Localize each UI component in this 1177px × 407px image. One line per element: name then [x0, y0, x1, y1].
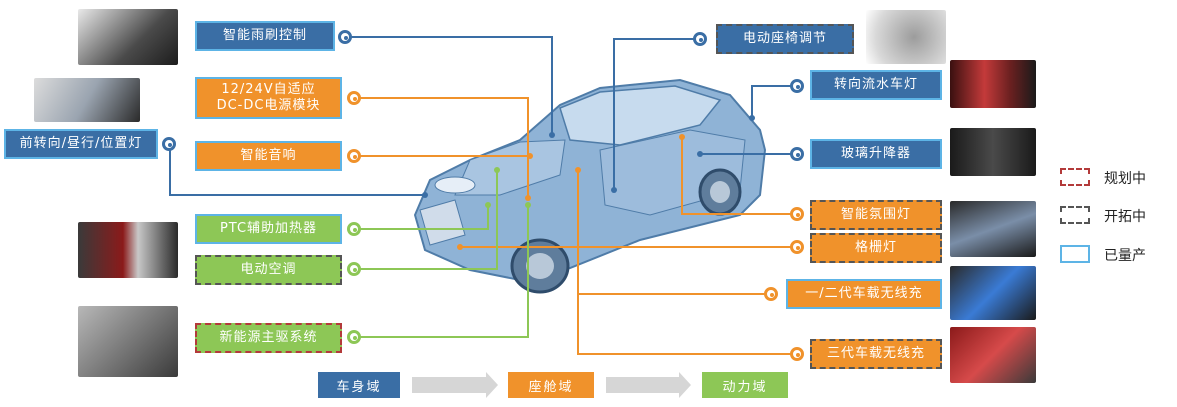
- wireless-charger-3-photo: [950, 327, 1036, 383]
- label-headlamp: 前转向/昼行/位置灯: [4, 129, 158, 159]
- label-wiper-control: 智能雨刷控制: [195, 21, 335, 51]
- connector-dot-ptc: [347, 222, 361, 236]
- connector-dot-turn-lamp: [790, 79, 804, 93]
- car-illustration: [413, 78, 767, 294]
- connector-dot-headlamp: [162, 137, 176, 151]
- wiper-photo: [78, 9, 178, 65]
- legend-mass-production-text: 已量产: [1104, 248, 1146, 264]
- connector-dot-seat: [693, 32, 707, 46]
- turn-lamp-photo: [950, 60, 1036, 108]
- ambient-photo: [950, 201, 1036, 257]
- seat-photo: [866, 10, 946, 64]
- label-grille-lamp: 格栅灯: [810, 233, 942, 263]
- line-wc3: [577, 294, 797, 355]
- line-dcdc: [357, 97, 529, 198]
- connector-dot-audio: [347, 149, 361, 163]
- connector-dot-wc12: [764, 287, 778, 301]
- label-wireless-charger-gen3: 三代车载无线充: [810, 339, 942, 369]
- connector-dot-wiper: [338, 30, 352, 44]
- label-power-seat: 电动座椅调节: [716, 24, 854, 54]
- label-dcdc-module: 12/24V自适应 DC-DC电源模块: [195, 77, 342, 119]
- connector-dot-ac: [347, 262, 361, 276]
- label-ev-drive-system: 新能源主驱系统: [195, 323, 342, 353]
- legend-planned-text: 规划中: [1104, 171, 1146, 187]
- label-dcdc-line1: 12/24V自适应: [221, 82, 316, 97]
- label-sequential-turn-lamp: 转向流水车灯: [810, 70, 942, 100]
- wireless-charger-photo: [950, 266, 1036, 320]
- label-smart-audio: 智能音响: [195, 141, 342, 171]
- ptc-photo: [78, 222, 178, 278]
- label-electric-ac: 电动空调: [195, 255, 342, 285]
- domain-cockpit: 座舱域: [508, 372, 594, 398]
- connector-dot-wc3: [790, 347, 804, 361]
- line-ac: [357, 170, 498, 270]
- connector-dot-window: [790, 147, 804, 161]
- connector-dot-drive: [347, 330, 361, 344]
- connector-dot-grille: [790, 240, 804, 254]
- drive-photo: [78, 306, 178, 377]
- window-switch-photo: [950, 128, 1036, 176]
- line-drive: [357, 205, 529, 338]
- line-ambient: [681, 137, 798, 215]
- line-seat: [613, 38, 701, 190]
- domain-body: 车身域: [318, 372, 400, 398]
- connector-dot-ambient: [790, 207, 804, 221]
- line-turn: [751, 85, 797, 118]
- label-dcdc-line2: DC-DC电源模块: [216, 98, 321, 113]
- connector-dot-dcdc: [347, 91, 361, 105]
- label-wireless-charger-gen12: 一/二代车载无线充: [786, 279, 942, 309]
- domain-power: 动力域: [702, 372, 788, 398]
- domain-arrows: [412, 372, 691, 398]
- label-window-lifter: 玻璃升降器: [810, 139, 942, 169]
- label-ambient-light: 智能氛围灯: [810, 200, 942, 230]
- legend-planned-swatch: [1060, 168, 1090, 186]
- line-ptc: [357, 205, 489, 230]
- legend-developing-swatch: [1060, 206, 1090, 224]
- label-ptc-heater: PTC辅助加热器: [195, 214, 342, 244]
- headlamp-photo: [34, 78, 140, 122]
- legend-developing-text: 开拓中: [1104, 209, 1146, 225]
- line-headlamp: [169, 148, 425, 196]
- legend-mass-production-swatch: [1060, 245, 1090, 263]
- line-wiper: [348, 36, 553, 135]
